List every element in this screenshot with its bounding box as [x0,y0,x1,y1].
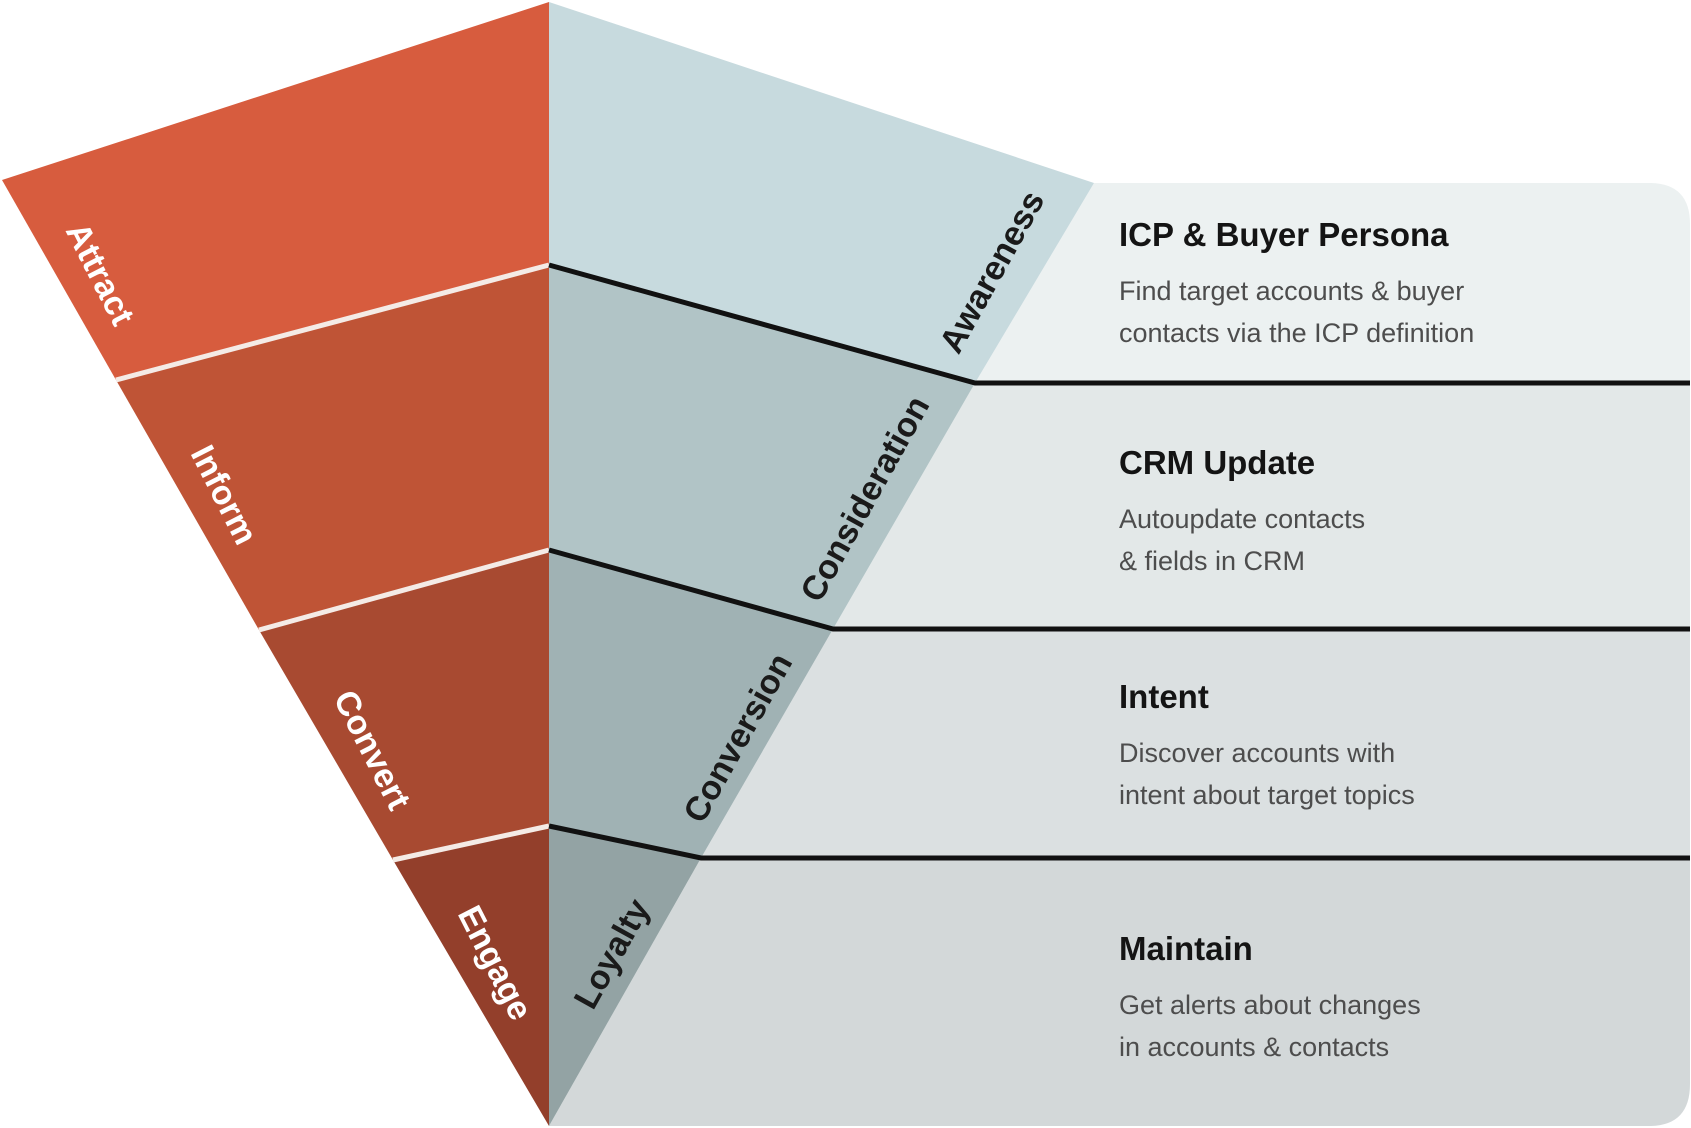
panel-crm-update-bg [833,383,1690,629]
description-panels [549,183,1690,1126]
panel-description-line: intent about target topics [1119,780,1415,810]
panel-crm-update: CRM Update Autoupdate contacts & fields … [1119,444,1365,576]
divider-convert-engage [392,823,550,863]
phase-conversion-band [549,550,833,858]
phase-awareness-band [549,2,1094,383]
panel-description-line: Autoupdate contacts [1119,504,1365,534]
panel-intent: Intent Discover accounts with intent abo… [1119,678,1415,810]
panel-icp-buyer-persona-bg [975,183,1690,383]
divider-inform-convert [258,547,550,633]
divider-consideration-conversion [548,547,1690,632]
stage-convert-band [259,550,549,860]
stage-inform-band [116,265,549,630]
divider-attract-inform [115,262,550,383]
panel-description-line: in accounts & contacts [1119,1032,1389,1062]
phase-loyalty-band [549,826,701,1126]
panel-intent-bg [701,629,1690,858]
stage-attract-band [2,2,549,380]
panel-title: ICP & Buyer Persona [1119,216,1449,253]
panel-description-line: Get alerts about changes [1119,990,1421,1020]
stage-engage-band [393,826,549,1126]
panel-description-line: Discover accounts with [1119,738,1395,768]
stage-dividers [115,262,550,863]
panel-title: Maintain [1119,930,1253,967]
panel-description-line: contacts via the ICP definition [1119,318,1474,348]
panel-title: Intent [1119,678,1209,715]
panel-icp-buyer-persona: ICP & Buyer Persona Find target accounts… [1119,216,1474,348]
panel-title: CRM Update [1119,444,1315,481]
panel-description-line: & fields in CRM [1119,546,1305,576]
funnel-stages [2,2,549,1126]
divider-awareness-consideration [548,262,1690,386]
phase-dividers [548,262,1690,861]
panel-maintain-bg [549,858,1690,1126]
panel-maintain: Maintain Get alerts about changes in acc… [1119,930,1421,1062]
panel-description-line: Find target accounts & buyer [1119,276,1464,306]
divider-conversion-loyalty [548,823,1690,861]
